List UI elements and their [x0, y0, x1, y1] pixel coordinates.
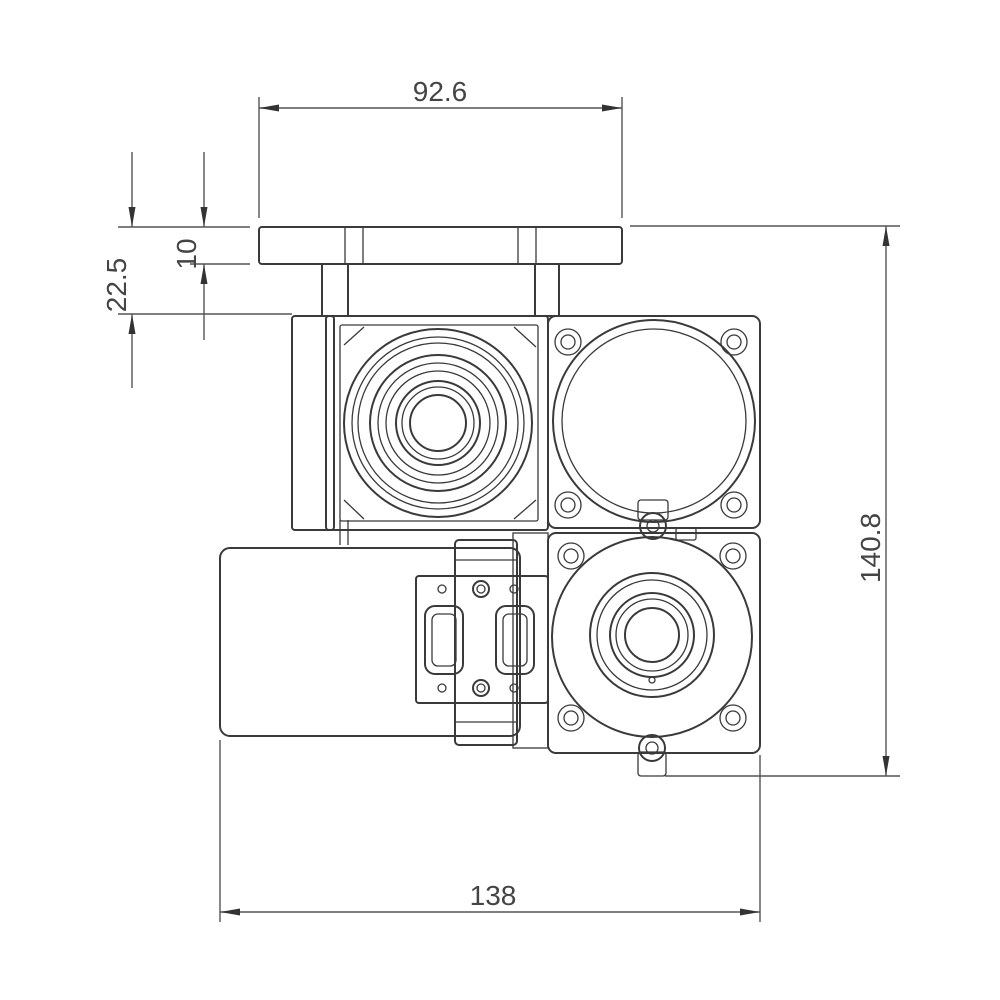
dimension-total-width: 138	[219, 740, 761, 922]
dimension-top-width: 92.6	[258, 76, 623, 218]
upper-camera-lens	[343, 328, 533, 518]
dimension-top-width-label: 92.6	[413, 76, 468, 107]
mounting-posts	[321, 263, 560, 317]
dimension-flange-thickness-label: 10	[171, 238, 202, 269]
lower-camera-housing	[512, 527, 761, 777]
dimension-total-width-label: 138	[470, 880, 517, 911]
upper-right-housing	[547, 315, 761, 540]
lower-camera-lens	[589, 572, 715, 698]
motor-cylinder	[219, 539, 521, 746]
dimension-flange-offset-label: 22.5	[101, 258, 132, 313]
mounting-flange	[258, 226, 623, 265]
connector-port-left	[424, 605, 464, 675]
connector-plate	[415, 575, 549, 704]
dimension-total-height-label: 140.8	[855, 513, 886, 583]
connector-port-right	[495, 605, 535, 675]
dimension-total-height: 140.8	[630, 225, 900, 777]
upper-camera-housing	[291, 315, 549, 545]
dimension-flange-thickness: 10	[171, 152, 250, 340]
dimension-flange-offset: 22.5	[101, 152, 292, 388]
